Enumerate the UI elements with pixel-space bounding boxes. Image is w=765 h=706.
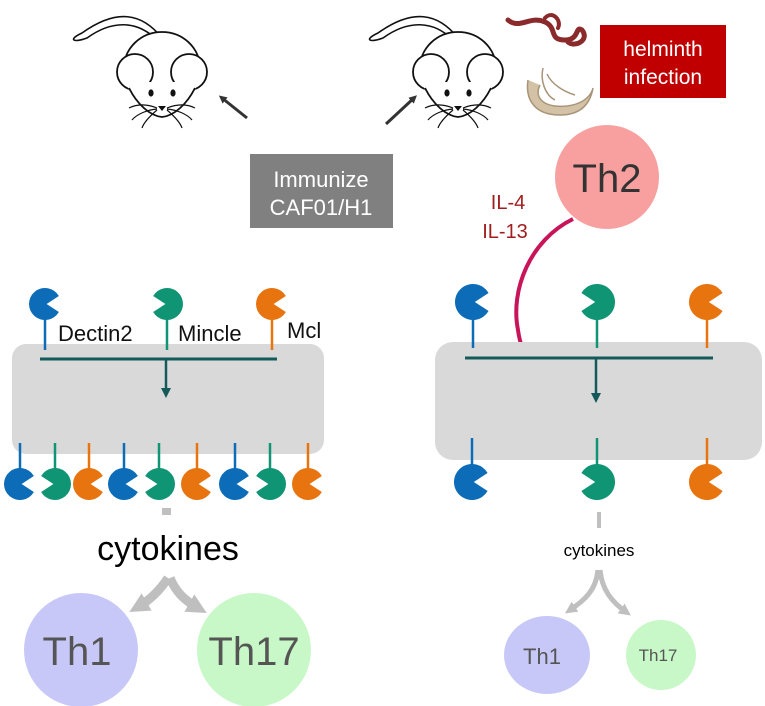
mincle-receptor-head xyxy=(581,464,616,500)
mcl-receptor xyxy=(180,443,211,501)
mincle-label: Mincle xyxy=(178,321,242,346)
il4-label: IL-4 xyxy=(491,192,525,214)
mincle-receptor-head xyxy=(256,468,287,500)
mcl-receptor xyxy=(689,284,723,348)
arrow-to-left-mouse xyxy=(218,95,248,120)
receptor-group-left-bottom xyxy=(3,443,322,501)
th2-label: Th2 xyxy=(573,157,642,201)
mincle-receptor xyxy=(581,438,616,500)
mincle-receptor xyxy=(256,443,287,500)
dectin2-receptor xyxy=(455,284,489,348)
dectin2-receptor-head xyxy=(455,284,489,320)
mcl-receptor-head xyxy=(689,284,723,321)
dectin2-receptor-head xyxy=(454,463,488,501)
arrow-to-right-mouse xyxy=(384,95,417,126)
mcl-receptor xyxy=(689,438,723,501)
cytokine-stub-left xyxy=(162,508,171,515)
mcl-receptor-head xyxy=(180,468,211,501)
helminth-label-line2: infection xyxy=(624,66,702,89)
th17-label-right: Th17 xyxy=(639,646,678,665)
th17-cell-left xyxy=(197,593,311,706)
helminth-infection-box xyxy=(600,25,726,98)
th2-cell xyxy=(555,125,659,229)
dectin2-label: Dectin2 xyxy=(58,321,133,346)
il13-label: IL-13 xyxy=(482,221,528,243)
cytokine-arrow-right-th17 xyxy=(597,569,631,616)
helminth-worm-icon xyxy=(505,13,587,47)
dectin2-receptor xyxy=(454,438,488,501)
cell-membrane-right xyxy=(435,342,762,460)
mouse-icon-right xyxy=(368,15,504,129)
dectin2-receptor xyxy=(107,443,138,501)
mcl-receptor xyxy=(292,443,322,500)
cytokine-arrow-left-th17 xyxy=(165,576,207,613)
th1-label-left: Th1 xyxy=(43,630,112,674)
mouse-icon-left xyxy=(72,15,208,129)
mincle-receptor-head xyxy=(153,288,183,320)
mincle-receptor xyxy=(153,288,183,350)
cytokines-label-right: cytokines xyxy=(564,541,635,560)
mincle-receptor-head xyxy=(145,468,175,501)
mcl-receptor-head xyxy=(256,288,286,320)
mincle-receptor xyxy=(145,443,175,501)
th1-cell-right xyxy=(504,616,590,694)
dectin2-receptor xyxy=(28,288,59,350)
mcl-receptor-head xyxy=(73,468,103,501)
th1-label-right: Th1 xyxy=(523,644,561,669)
mcl-receptor-head xyxy=(689,464,723,501)
th1-cell-left xyxy=(24,593,138,706)
mincle-receptor xyxy=(41,443,71,501)
immunize-box xyxy=(250,154,393,228)
mcl-receptor xyxy=(256,288,286,350)
receptor-group-right-top xyxy=(455,284,723,348)
dectin2-receptor-head xyxy=(107,468,138,501)
th17-cell-right xyxy=(626,620,696,690)
mcl-receptor-head xyxy=(292,468,322,500)
cytokines-label-left: cytokines xyxy=(97,530,239,568)
cell-membrane-left xyxy=(12,344,324,454)
receptor-group-right-bottom xyxy=(454,438,723,501)
dectin2-receptor xyxy=(218,443,249,501)
dectin2-receptor-head xyxy=(218,468,249,501)
dectin2-receptor-head xyxy=(3,468,34,501)
mcl-receptor xyxy=(73,443,103,501)
th17-label-left: Th17 xyxy=(208,630,299,674)
mincle-receptor-head xyxy=(41,468,71,501)
immunize-label-line2: CAF01/H1 xyxy=(270,195,373,220)
dectin2-receptor xyxy=(3,443,34,501)
receptor-group-left-top xyxy=(28,288,286,350)
cytokine-arrow-left-th1 xyxy=(129,575,172,613)
dectin2-receptor-head xyxy=(28,288,59,320)
immunize-label-line1: Immunize xyxy=(273,167,368,192)
cytokine-arrow-right-th1 xyxy=(565,569,601,614)
mincle-receptor-head xyxy=(581,284,616,320)
helminth-tapeworm-icon xyxy=(526,67,594,116)
helminth-label-line1: helminth xyxy=(623,38,702,61)
mincle-receptor xyxy=(581,284,616,348)
mcl-label: Mcl xyxy=(287,318,321,343)
